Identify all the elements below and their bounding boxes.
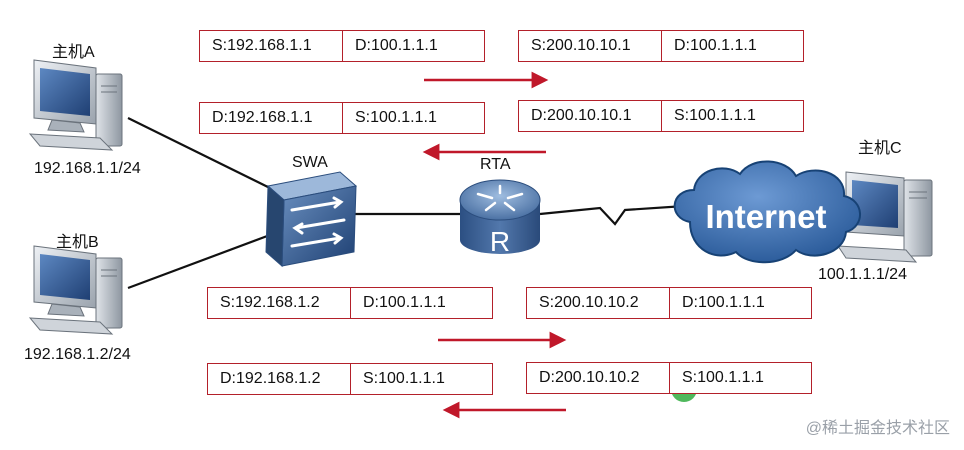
flow-arrows <box>422 71 567 419</box>
packet-source-field: S:100.1.1.1 <box>350 364 492 394</box>
switch-label: SWA <box>292 154 328 171</box>
packet-a-inbound-wan: D:200.10.10.1 S:100.1.1.1 <box>518 100 804 132</box>
host-a-name: 主机A <box>52 44 95 61</box>
packet-destination-field: D:200.10.10.1 <box>531 107 632 124</box>
links <box>127 117 686 290</box>
host-c-ip: 100.1.1.1/24 <box>818 266 907 283</box>
router-letter: R <box>490 226 510 257</box>
host-c-computer-icon <box>837 171 933 263</box>
packet-source-field: S:200.10.10.2 <box>539 294 639 311</box>
switch-icon <box>265 171 358 268</box>
packet-destination-field: D:192.168.1.2 <box>220 370 321 387</box>
packet-destination-field: D:200.10.10.2 <box>539 369 640 386</box>
host-b-ip: 192.168.1.2/24 <box>24 346 131 363</box>
link-b-switch <box>127 230 279 290</box>
packet-b-inbound-wan: D:200.10.10.2 S:100.1.1.1 <box>526 362 812 394</box>
internet-label: Internet <box>705 198 826 235</box>
packet-source-field: S:192.168.1.2 <box>220 294 320 311</box>
host-a-computer-icon <box>28 59 123 151</box>
link-a-switch <box>127 117 279 193</box>
link-router-internet <box>539 204 686 226</box>
packet-destination-field: D:100.1.1.1 <box>669 288 811 318</box>
router-label: RTA <box>480 156 511 173</box>
host-c-name: 主机C <box>858 140 902 157</box>
host-a-ip: 192.168.1.1/24 <box>34 160 141 177</box>
packet-destination-field: D:100.1.1.1 <box>350 288 492 318</box>
packet-destination-field: D:100.1.1.1 <box>342 31 484 61</box>
packet-source-field: S:100.1.1.1 <box>669 363 811 393</box>
packet-a-inbound-lan: D:192.168.1.1 S:100.1.1.1 <box>199 102 485 134</box>
packet-destination-field: D:100.1.1.1 <box>661 31 803 61</box>
host-b-computer-icon <box>28 245 123 335</box>
internet-cloud-icon: Internet <box>673 160 861 264</box>
packet-b-inbound-lan: D:192.168.1.2 S:100.1.1.1 <box>207 363 493 395</box>
packet-a-outbound-lan: S:192.168.1.1 D:100.1.1.1 <box>199 30 485 62</box>
host-b-name: 主机B <box>56 234 99 251</box>
packet-b-outbound-wan: S:200.10.10.2 D:100.1.1.1 <box>526 287 812 319</box>
packet-source-field: S:100.1.1.1 <box>342 103 484 133</box>
packet-b-outbound-lan: S:192.168.1.2 D:100.1.1.1 <box>207 287 493 319</box>
packet-source-field: S:192.168.1.1 <box>212 37 312 54</box>
packet-source-field: S:200.10.10.1 <box>531 37 631 54</box>
watermark: @稀土掘金技术社区 <box>805 420 950 437</box>
packet-a-outbound-wan: S:200.10.10.1 D:100.1.1.1 <box>518 30 804 62</box>
packet-destination-field: D:192.168.1.1 <box>212 109 313 126</box>
router-icon: R <box>459 179 541 257</box>
packet-source-field: S:100.1.1.1 <box>661 101 803 131</box>
